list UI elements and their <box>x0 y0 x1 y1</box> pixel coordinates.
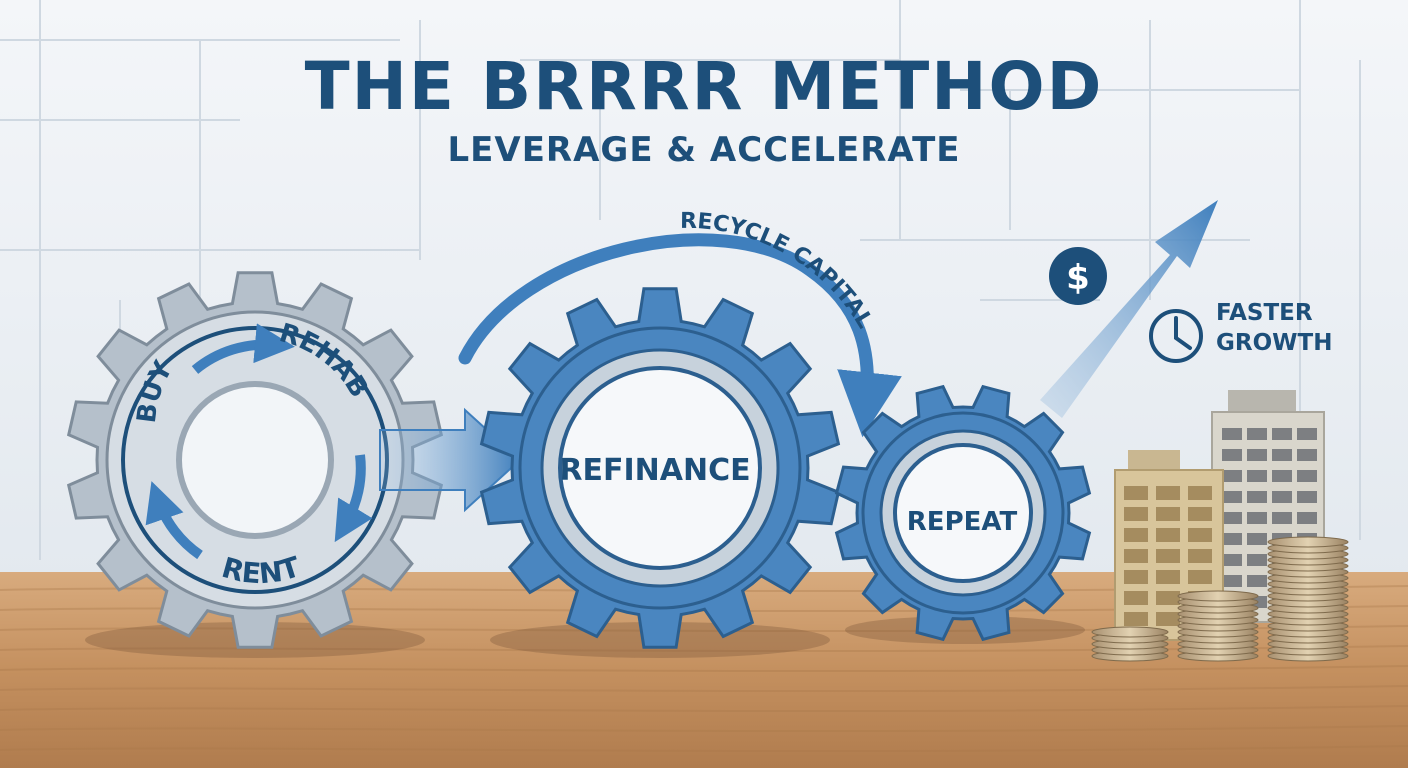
window <box>1222 512 1242 524</box>
window <box>1247 449 1267 461</box>
window <box>1222 491 1242 503</box>
window <box>1297 449 1317 461</box>
wood-grain-line <box>0 725 1408 733</box>
dollar-coin-circle <box>1049 247 1107 305</box>
window <box>1188 507 1212 521</box>
gear-hub <box>176 381 334 539</box>
coin-stacks <box>1091 536 1349 662</box>
clock-icon <box>1149 309 1203 363</box>
window <box>1297 470 1317 482</box>
growth-arrow-icon <box>1040 200 1218 418</box>
window <box>1188 570 1212 584</box>
window <box>1156 591 1180 605</box>
window <box>1124 549 1148 563</box>
wood-grain-line <box>0 605 1408 613</box>
refinance-label: REFINANCE <box>559 453 750 488</box>
page-subtitle: LEVERAGE & ACCELERATE <box>447 130 961 170</box>
window <box>1297 428 1317 440</box>
wood-grain <box>0 585 1408 753</box>
window <box>1222 470 1242 482</box>
repeat-label: REPEAT <box>907 507 1018 537</box>
window <box>1156 549 1180 563</box>
window <box>1188 486 1212 500</box>
window <box>1188 528 1212 542</box>
clock-face <box>1149 309 1203 363</box>
growth-line-1: FASTER <box>1216 300 1313 326</box>
dollar-sign: $ <box>1066 258 1090 298</box>
cycle-arrow-icon <box>145 481 203 560</box>
window <box>1156 612 1180 626</box>
page-title: THE BRRRR METHOD <box>304 48 1104 125</box>
wood-grain-line <box>0 585 1408 593</box>
window <box>1124 570 1148 584</box>
coin <box>1177 590 1259 602</box>
wood-grain-line <box>0 665 1408 673</box>
window <box>1124 612 1148 626</box>
window <box>1156 507 1180 521</box>
window <box>1124 528 1148 542</box>
faster-growth-label: FASTER GROWTH <box>1216 298 1346 358</box>
window <box>1124 591 1148 605</box>
recycle-arc-arrow-icon <box>458 233 902 438</box>
window <box>1222 449 1242 461</box>
clock-hands <box>1174 316 1192 350</box>
window <box>1156 570 1180 584</box>
window <box>1156 486 1180 500</box>
window <box>1124 507 1148 521</box>
window <box>1247 428 1267 440</box>
window <box>1297 491 1317 503</box>
window <box>1272 428 1292 440</box>
window <box>1272 491 1292 503</box>
window <box>1247 512 1267 524</box>
coin <box>1091 626 1169 638</box>
wood-grain-line <box>0 745 1408 753</box>
gear-hub <box>558 366 762 570</box>
growth-line-2: GROWTH <box>1216 330 1333 356</box>
window <box>1297 512 1317 524</box>
window <box>1222 554 1242 566</box>
window <box>1247 554 1267 566</box>
window <box>1247 470 1267 482</box>
gear-hub <box>893 443 1033 583</box>
window <box>1188 549 1212 563</box>
building-short-model <box>1114 450 1224 641</box>
window <box>1272 470 1292 482</box>
coin <box>1267 536 1349 548</box>
cycle-arrow-icon <box>191 323 295 374</box>
cycle-arrow-icon <box>334 454 373 543</box>
window <box>1247 491 1267 503</box>
wood-grain-line <box>0 685 1408 693</box>
window <box>1222 575 1242 587</box>
window <box>1272 449 1292 461</box>
window <box>1247 533 1267 545</box>
window <box>1156 528 1180 542</box>
window <box>1222 533 1242 545</box>
window <box>1272 512 1292 524</box>
window <box>1124 486 1148 500</box>
wood-grain-line <box>0 705 1408 713</box>
window <box>1247 575 1267 587</box>
gear-shadow <box>845 616 1085 644</box>
window <box>1222 428 1242 440</box>
dollar-coin-icon: $ <box>1049 247 1107 305</box>
